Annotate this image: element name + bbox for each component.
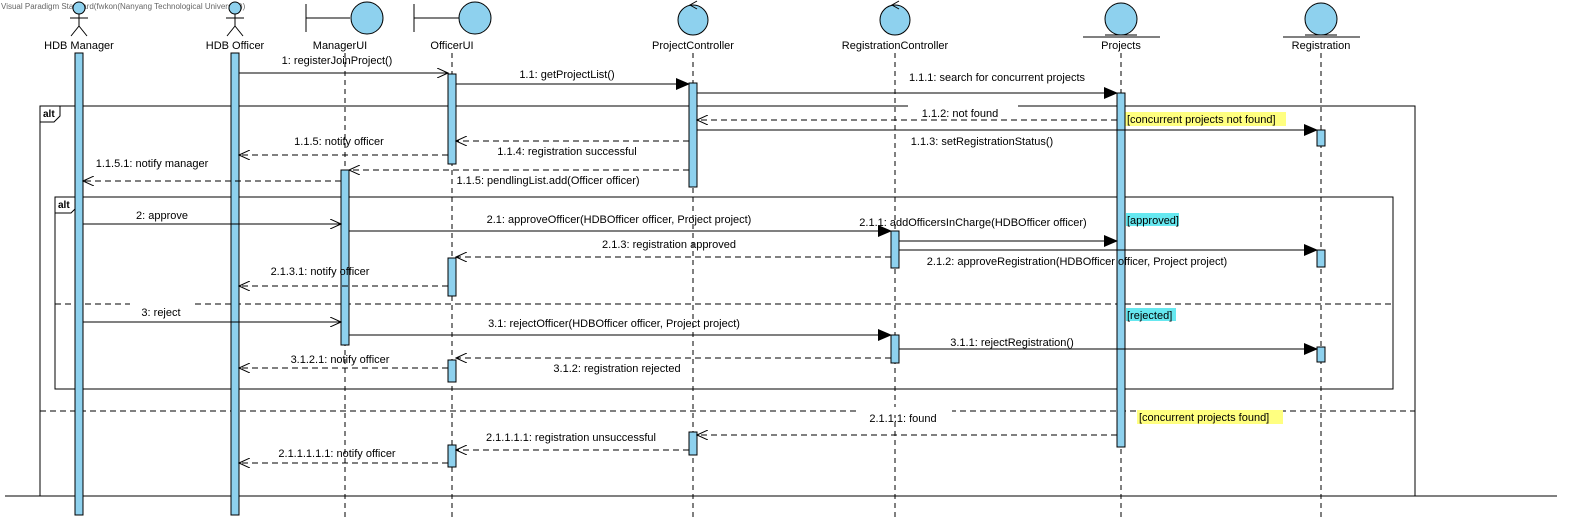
- alt-fragment-inner: alt: [54, 196, 1394, 390]
- activation-registrationcontroller-1: [890, 230, 900, 269]
- guard-rejected: [rejected]: [1127, 310, 1172, 322]
- activation-registrationcontroller-2: [890, 334, 900, 364]
- guard-approved-bg: [1126, 213, 1179, 226]
- message-labels: 1: registerJoinProject() 1.1: getProject…: [96, 55, 1227, 460]
- activation-registration-2: [1316, 249, 1326, 268]
- message-label: 3.1.2: registration rejected: [553, 363, 680, 375]
- activation-hdb-officer: [230, 52, 240, 516]
- guard-not-found: [concurrent projects not found]: [1127, 114, 1276, 126]
- guard-approved: [approved]: [1127, 215, 1179, 227]
- lifeline-registrationcontroller: RegistrationController: [842, 0, 949, 52]
- lifeline-hdb-manager: HDB Manager: [44, 1, 114, 52]
- actor-icon: [70, 1, 88, 37]
- lifeline-name: OfficerUI: [430, 40, 473, 52]
- guard-not-found-bg: [1125, 112, 1286, 126]
- alt-fragment-outer: alt: [39, 105, 1416, 497]
- message-label: 2: approve: [136, 210, 188, 222]
- message-label: 2.1.1.1.1.1: notify officer: [278, 448, 396, 460]
- lifeline-name: Projects: [1101, 40, 1141, 52]
- message-label: 2.1.1: addOfficersInCharge(HDBOfficer of…: [859, 217, 1086, 229]
- control-icon: [677, 0, 709, 36]
- lifeline-registration: Registration: [1292, 2, 1351, 52]
- message-label: 3.1.1: rejectRegistration(): [950, 337, 1074, 349]
- message-label: 2.1.1.1.1: registration unsuccessful: [486, 432, 656, 444]
- message-label: 1.1.3: setRegistrationStatus(): [911, 136, 1053, 148]
- message-label: 1.1.5: pendlingList.add(Officer officer): [456, 175, 639, 187]
- activation-bars: [74, 52, 1326, 516]
- message-label: 1.1.2: not found: [922, 108, 998, 120]
- message-label: 2.1.2: approveRegistration(HDBOfficer of…: [927, 256, 1227, 268]
- alt-label-outer: alt: [43, 109, 55, 120]
- lifeline-managerui: ManagerUI: [305, 1, 384, 52]
- message-label: 1.1.5: notify officer: [294, 136, 384, 148]
- lifeline-name: HDB Officer: [206, 40, 265, 52]
- entity-icon: [1304, 2, 1338, 36]
- label-bg: [908, 103, 1018, 111]
- alt-frame-outer: [39, 105, 1416, 497]
- lifeline-name: ManagerUI: [313, 40, 367, 52]
- message-label: 2.1.3.1: notify officer: [271, 266, 370, 278]
- message-label: 3.1.2.1: notify officer: [291, 354, 390, 366]
- message-label: 1.1.4: registration successful: [497, 146, 636, 158]
- activation-officerui-4: [447, 444, 457, 468]
- lifeline-name: RegistrationController: [842, 40, 949, 52]
- entity-icon: [1104, 2, 1138, 36]
- lifeline-name: Registration: [1292, 40, 1351, 52]
- message-label: 1: registerJoinProject(): [282, 55, 393, 67]
- activation-hdb-manager: [74, 52, 84, 516]
- lifeline-officerui: OfficerUI: [413, 1, 492, 52]
- message-arrows: [83, 73, 1318, 463]
- activation-officerui-2: [447, 257, 457, 297]
- message-label: 3: reject: [141, 307, 180, 319]
- message-label: 2.1.3: registration approved: [602, 239, 736, 251]
- alt-tab-outer: [39, 105, 61, 123]
- lifeline-name: HDB Manager: [44, 40, 114, 52]
- guard-found-bg: [1137, 410, 1283, 424]
- message-label: 2.1.1.1: found: [869, 413, 936, 425]
- guard-rejected-bg: [1126, 308, 1176, 321]
- lifeline-projects: Projects: [1101, 2, 1141, 52]
- label-bg: [130, 300, 194, 308]
- activation-managerui: [340, 169, 350, 346]
- activation-registration-3: [1316, 346, 1326, 363]
- activation-registration-1: [1316, 129, 1326, 147]
- activation-officerui-3: [447, 359, 457, 383]
- boundary-icon: [413, 1, 492, 35]
- activation-officerui-1: [447, 73, 457, 165]
- control-icon: [879, 0, 911, 36]
- message-label: 1.1.5.1: notify manager: [96, 158, 209, 170]
- activation-projectcontroller-1: [688, 82, 698, 188]
- boundary-icon: [305, 1, 384, 35]
- message-label: 1.1.1: search for concurrent projects: [909, 72, 1086, 84]
- activation-projects: [1116, 92, 1126, 448]
- actor-icon: [226, 1, 244, 37]
- alt-label-inner: alt: [58, 200, 70, 211]
- lifeline-projectcontroller: ProjectController: [652, 0, 734, 52]
- message-label: 2.1: approveOfficer(HDBOfficer officer, …: [487, 214, 752, 226]
- guard-found: [concurrent projects found]: [1139, 412, 1269, 424]
- lifeline-heads: HDB Manager HDB Officer ManagerUI: [44, 0, 1351, 52]
- guards: [concurrent projects not found] [approve…: [1125, 112, 1286, 424]
- activation-projectcontroller-2: [688, 431, 698, 456]
- alt-frame-inner: [54, 196, 1394, 390]
- lifeline-hdb-officer: HDB Officer: [206, 1, 265, 52]
- label-bg: [856, 407, 952, 415]
- watermark: Visual Paradigm Standard(fwkon(Nanyang T…: [1, 2, 246, 11]
- alt-tab-inner: [54, 196, 78, 214]
- lifeline-name: ProjectController: [652, 40, 734, 52]
- message-label: 1.1: getProjectList(): [519, 69, 614, 81]
- message-label: 3.1: rejectOfficer(HDBOfficer officer, P…: [488, 318, 740, 330]
